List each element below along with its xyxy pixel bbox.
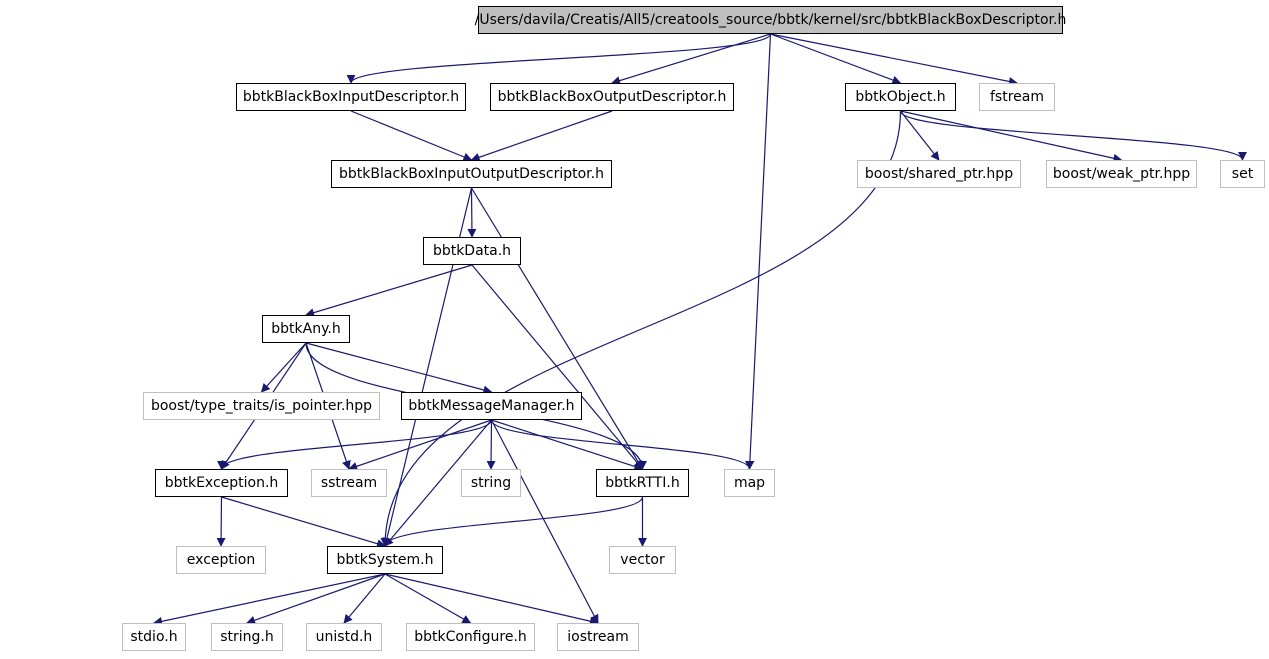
node-vector: vector: [609, 546, 676, 574]
edge-exception_h-to-system: [221, 496, 386, 548]
edge-object-to-system: [380, 110, 902, 547]
edge-data-to-rtti: [471, 264, 644, 470]
node-data[interactable]: bbtkData.h: [423, 237, 521, 265]
node-set: set: [1220, 160, 1265, 188]
node-is-pointer: boost/type_traits/is_pointer.hpp: [143, 392, 380, 420]
node-stdio: stdio.h: [122, 623, 186, 651]
node-system[interactable]: bbtkSystem.h: [327, 546, 443, 574]
node-string-h: string.h: [211, 623, 283, 651]
edge-msgmgr-to-rtti: [491, 419, 644, 471]
edge-object-to-set: [899, 110, 1247, 161]
node-configure: bbtkConfigure.h: [406, 623, 535, 651]
edge-msgmgr-to-map: [490, 419, 754, 470]
edge-exception_h-to-exception: [216, 496, 226, 547]
node-msgmgr[interactable]: bbtkMessageManager.h: [401, 392, 582, 420]
edge-root-to-out_desc: [611, 33, 771, 85]
node-rtti[interactable]: bbtkRTTI.h: [596, 469, 689, 497]
node-object[interactable]: bbtkObject.h: [845, 83, 956, 111]
edge-msgmgr-to-exception_h: [217, 419, 493, 470]
node-fstream: fstream: [979, 83, 1055, 111]
edge-msgmgr-to-sstream: [348, 419, 492, 471]
edge-io_desc-to-data: [467, 187, 477, 238]
edge-out_desc-to-io_desc: [470, 110, 613, 162]
edge-root-to-fstream: [770, 33, 1018, 86]
node-shared-ptr: boost/shared_ptr.hpp: [857, 160, 1021, 188]
edge-object-to-shared_ptr: [900, 110, 940, 161]
edge-object-to-weak_ptr: [900, 110, 1123, 163]
edge-io_desc-to-rtti: [470, 187, 644, 470]
edge-in_desc-to-io_desc: [350, 110, 473, 162]
edge-system-to-stdio: [153, 573, 386, 626]
edge-root-to-object: [770, 33, 902, 85]
edge-system-to-string_h: [246, 573, 386, 625]
node-iostream: iostream: [557, 623, 639, 651]
node-root[interactable]: /Users/davila/Creatis/All5/creatools_sou…: [475, 6, 1066, 34]
edge-system-to-configure: [384, 573, 472, 624]
edge-root-to-in_desc: [346, 33, 772, 84]
node-exception: exception: [176, 546, 266, 574]
edge-msgmgr-to-string: [486, 419, 496, 470]
node-exception-h[interactable]: bbtkException.h: [155, 469, 288, 497]
node-weak-ptr: boost/weak_ptr.hpp: [1046, 160, 1197, 188]
node-io-desc[interactable]: bbtkBlackBoxInputOutputDescriptor.h: [331, 160, 612, 188]
node-sstream: sstream: [311, 469, 387, 497]
edge-system-to-iostream: [384, 573, 599, 626]
edge-msgmgr-to-system: [384, 419, 492, 547]
node-string: string: [461, 469, 521, 497]
edge-msgmgr-to-iostream: [490, 419, 599, 624]
node-in-desc[interactable]: bbtkBlackBoxInputDescriptor.h: [236, 83, 466, 111]
edge-rtti-to-system: [380, 496, 644, 547]
node-map: map: [724, 469, 775, 497]
edge-any-to-msgmgr: [305, 342, 493, 395]
edge-any-to-is_pointer: [260, 342, 307, 393]
node-any[interactable]: bbtkAny.h: [262, 315, 350, 343]
edge-data-to-any: [305, 264, 473, 317]
edge-system-to-unistd: [343, 573, 386, 624]
node-out-desc[interactable]: bbtkBlackBoxOutputDescriptor.h: [490, 83, 734, 111]
edge-root-to-map: [745, 33, 772, 470]
node-unistd: unistd.h: [306, 623, 382, 651]
